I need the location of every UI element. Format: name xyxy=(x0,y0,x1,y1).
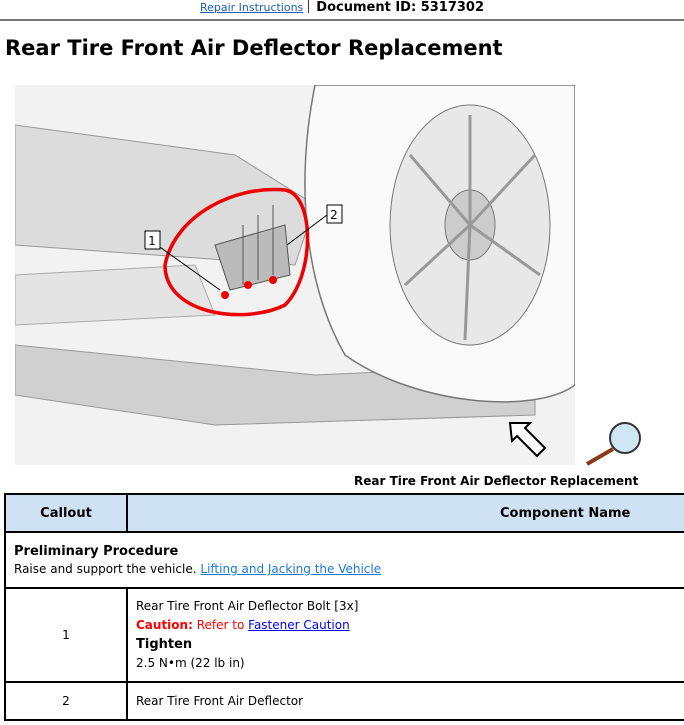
divider xyxy=(0,19,684,21)
separator xyxy=(308,0,310,13)
callout-cell: 2 xyxy=(4,681,128,721)
table-row: 1 Rear Tire Front Air Deflector Bolt [3x… xyxy=(4,587,684,683)
caution-text: Refer to xyxy=(196,618,245,632)
header-callout: Callout xyxy=(4,493,128,533)
component-name: Rear Tire Front Air Deflector Bolt [3x] xyxy=(136,599,359,613)
page-title: Rear Tire Front Air Deflector Replacemen… xyxy=(5,36,503,60)
callout-cell: 1 xyxy=(4,587,128,683)
tighten-label: Tighten xyxy=(136,637,193,652)
preliminary-heading: Preliminary Procedure xyxy=(14,544,179,559)
component-name: Rear Tire Front Air Deflector xyxy=(126,681,684,721)
table-row: 2 Rear Tire Front Air Deflector xyxy=(4,681,684,721)
repair-instructions-link[interactable]: Repair Instructions xyxy=(199,1,304,14)
document-id: Document ID: 5317302 xyxy=(316,0,485,15)
callout-2: 2 xyxy=(330,208,338,222)
lifting-jacking-link[interactable]: Lifting and Jacking the Vehicle xyxy=(200,562,382,576)
doc-header: Repair Instructions Document ID: 5317302 xyxy=(0,0,684,18)
magnifier-icon[interactable] xyxy=(586,422,641,466)
components-table: Callout Component Name Preliminary Proce… xyxy=(4,493,684,721)
header-component-name: Component Name xyxy=(126,493,684,533)
preliminary-row: Preliminary Procedure Raise and support … xyxy=(4,531,684,589)
illustration[interactable]: 1 2 xyxy=(15,85,575,465)
caution-label: Caution: xyxy=(136,618,193,632)
table-header-row: Callout Component Name xyxy=(4,493,684,533)
callout-1: 1 xyxy=(148,234,156,248)
preliminary-text: Raise and support the vehicle. xyxy=(14,562,197,576)
fastener-caution-link[interactable]: Fastener Caution xyxy=(248,618,350,632)
arrow-icon[interactable] xyxy=(508,422,547,458)
figure-caption: Rear Tire Front Air Deflector Replacemen… xyxy=(354,474,639,488)
figure-tools xyxy=(505,418,645,472)
torque-value: 2.5 N•m (22 lb in) xyxy=(136,656,245,670)
